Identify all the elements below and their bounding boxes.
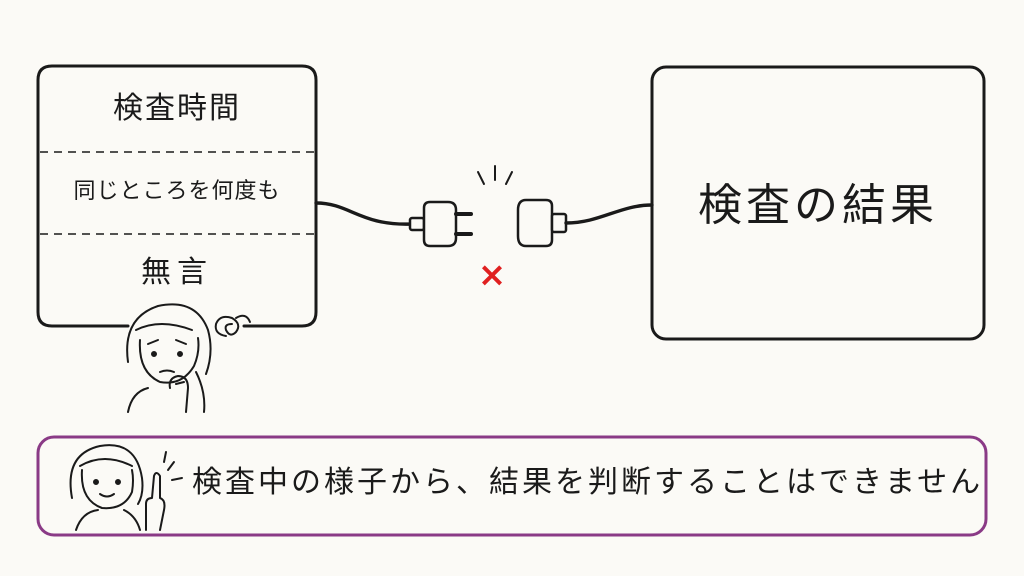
- emphasis-lines-icon: [163, 451, 183, 481]
- disconnect-x-icon: ×: [477, 255, 507, 295]
- swirl-icon: [214, 314, 251, 337]
- right-cable: [564, 203, 654, 225]
- left-box: [36, 64, 318, 328]
- pointing-woman-illustration: [69, 444, 166, 531]
- left-box-label-silence: 無言: [141, 255, 213, 290]
- plug-icon: [408, 200, 473, 248]
- left-cable: [314, 201, 414, 226]
- left-box-label-inspection-time: 検査時間: [113, 91, 241, 126]
- left-box-label-repeated-area: 同じところを何度も: [73, 179, 281, 204]
- thinking-woman-illustration: [126, 303, 212, 413]
- right-box: [650, 65, 986, 341]
- caption-text: 検査中の様子から、結果を判断することはできません: [192, 465, 984, 500]
- socket-icon: [516, 198, 568, 248]
- caption-box: [36, 435, 988, 537]
- right-box-label-result: 検査の結果: [698, 180, 938, 231]
- spark-lines-icon: [477, 165, 513, 185]
